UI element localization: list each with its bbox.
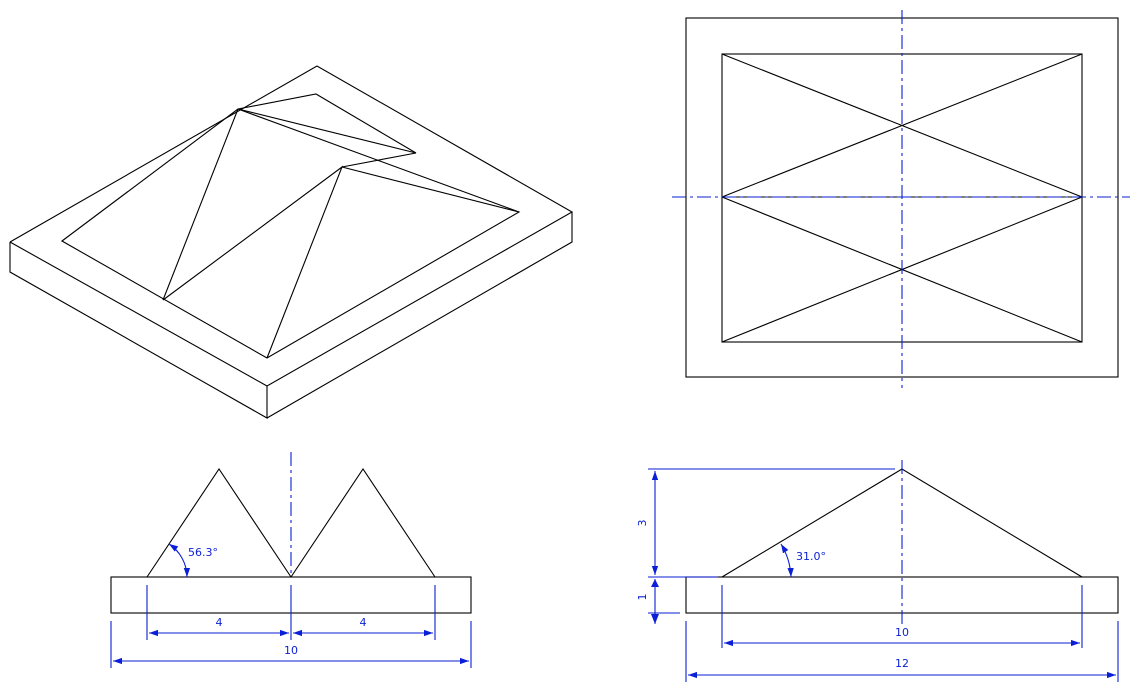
front-left-peak: [146, 468, 292, 578]
slab-top-outline: [9, 65, 574, 387]
side-dim-height-label: 3: [636, 520, 649, 527]
roof-front-facet: [162, 165, 344, 359]
side-angle-label: 31.0°: [796, 550, 826, 563]
roof-edge-3: [162, 108, 239, 301]
roof-back-facet: [237, 93, 417, 154]
side-dim-total-label: 12: [895, 657, 909, 670]
roof-ridge-2: [341, 152, 417, 168]
roof-ridge-1: [237, 108, 417, 154]
front-angle-label: 56.3°: [188, 546, 218, 559]
top-diagonal-2: [721, 53, 1083, 198]
front-view: 4 4 10 56.3°: [110, 452, 472, 668]
side-dim-thickness-arrow: [651, 614, 659, 624]
side-dim-thickness-arrow-top: [651, 579, 659, 587]
front-angle-arc: [168, 543, 191, 578]
slab-side-face: [266, 212, 573, 419]
slab-front-face: [9, 242, 268, 419]
side-angle-arc: [780, 543, 794, 578]
top-view: [672, 10, 1130, 388]
roof-base-outline: [60, 108, 521, 359]
side-view: 3 1 10 12 31.0°: [636, 460, 1119, 682]
front-dim-left-label: 4: [216, 616, 223, 629]
isometric-view: [9, 65, 574, 419]
side-dim-inner-label: 10: [895, 626, 909, 639]
side-dim-thickness-label: 1: [636, 594, 649, 601]
front-dim-right-label: 4: [360, 616, 367, 629]
front-dim-total-label: 10: [284, 644, 298, 657]
front-right-peak: [290, 468, 436, 578]
roof-edge-4: [341, 166, 520, 213]
